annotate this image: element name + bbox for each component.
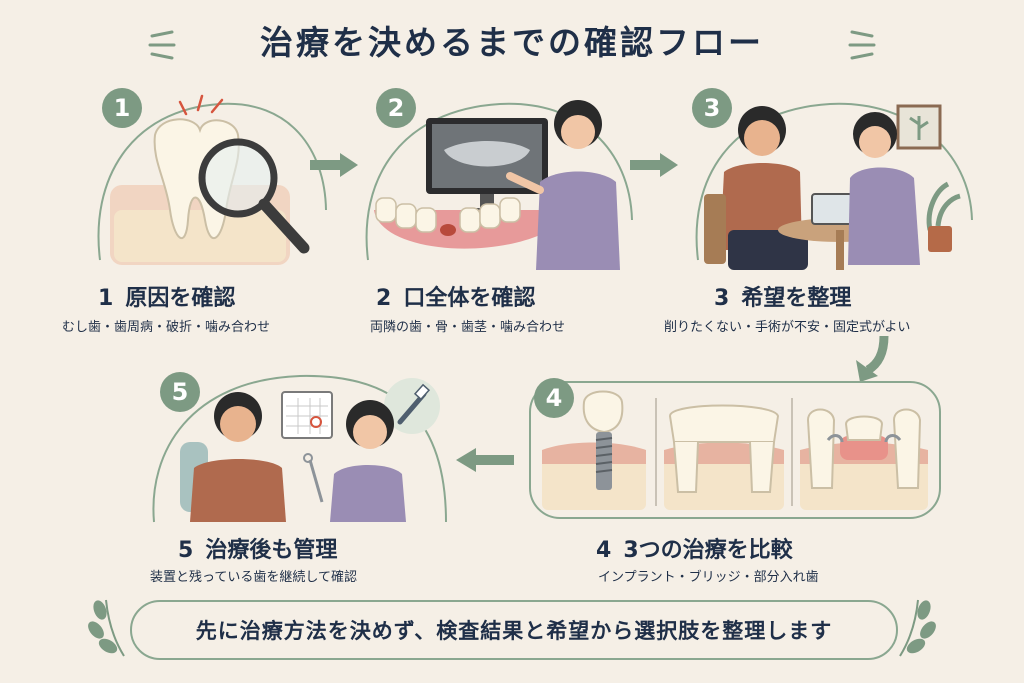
branch-right-icon — [899, 599, 936, 657]
step3-illustration — [695, 102, 973, 270]
branch-left-icon — [88, 599, 125, 657]
arrow-down-icon — [856, 335, 889, 382]
step4-subtitle: インプラント・ブリッジ・部分入れ歯 — [598, 570, 819, 585]
footer-text: 先に治療方法を決めず、検査結果と希望から選択肢を整理します — [195, 619, 833, 643]
step4-illustration — [529, 381, 941, 519]
leaf-right-icon — [848, 30, 876, 60]
step4-number-badge: 4 — [534, 378, 574, 418]
step3-subtitle: 削りたくない・手術が不安・固定式がよい — [664, 320, 911, 335]
arrow-right-icon — [310, 153, 358, 177]
arrow-left-icon — [456, 448, 514, 472]
step2-number-badge: 2 — [376, 88, 416, 128]
step2-subtitle: 両隣の歯・骨・歯茎・噛み合わせ — [370, 320, 566, 335]
leaf-left-icon — [148, 30, 176, 60]
step1-illustration — [97, 94, 327, 265]
page-title: 治療を決めるまでの確認フロー — [260, 23, 764, 62]
footer-message: 先に治療方法を決めず、検査結果と希望から選択肢を整理します — [130, 600, 898, 660]
step1-number-badge: 1 — [102, 88, 142, 128]
step5-subtitle: 装置と残っている歯を継続して確認 — [150, 570, 357, 585]
step5-illustration — [152, 374, 447, 523]
step1-subtitle: むし歯・歯周病・破折・噛み合わせ — [62, 320, 271, 335]
step5-number-badge: 5 — [160, 372, 200, 412]
step3-number-badge: 3 — [692, 88, 732, 128]
step2-illustration — [365, 100, 633, 270]
arrow-right-icon — [630, 153, 678, 177]
